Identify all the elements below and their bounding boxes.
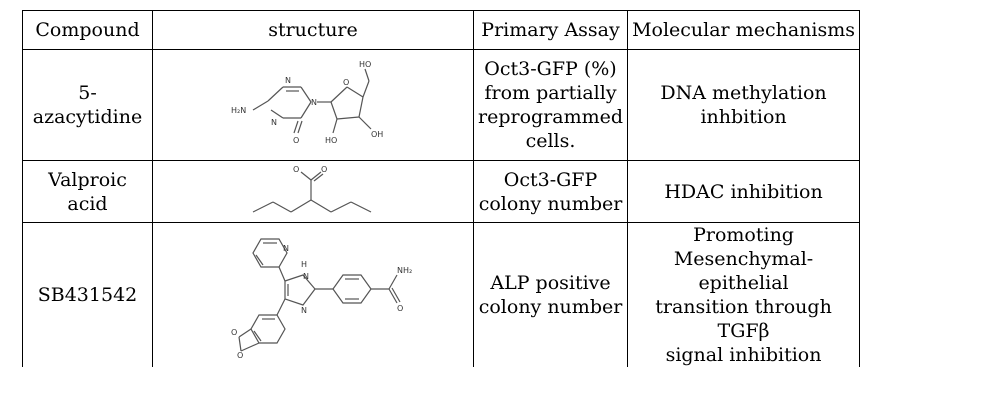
atom-label: H bbox=[301, 260, 307, 269]
primary-assay-cell: Oct3-GFP colony number bbox=[472, 160, 629, 223]
mechanism-line: Mesenchymal-epithelial bbox=[673, 248, 814, 294]
mechanism-cell: DNA methylation inhbition bbox=[627, 49, 861, 161]
structure-cell: H₂N N N N O O HO HO OH bbox=[152, 49, 474, 161]
structure-cell: N H N N NH₂ O O O bbox=[152, 222, 474, 367]
mechanism-line: inhbition bbox=[700, 106, 787, 128]
assay-line: from partially bbox=[484, 82, 617, 104]
atom-label: HO bbox=[325, 136, 337, 145]
atom-label: O bbox=[321, 165, 327, 174]
mechanism-line: signal inhibition bbox=[665, 344, 822, 366]
mechanism-line: transition through TGFβ bbox=[655, 296, 832, 342]
atom-label: N bbox=[285, 76, 291, 85]
table-row: SB431542 bbox=[22, 222, 861, 367]
atom-label: OH bbox=[371, 130, 383, 139]
atom-label: O bbox=[293, 136, 299, 145]
header-compound: Compound bbox=[22, 10, 153, 50]
atom-label: N bbox=[303, 272, 309, 281]
atom-label: N bbox=[283, 244, 289, 253]
primary-assay-cell: ALP positive colony number bbox=[472, 222, 629, 367]
atom-label: HO bbox=[359, 60, 371, 69]
atom-label: N bbox=[301, 306, 307, 315]
assay-line: colony number bbox=[478, 296, 623, 318]
valproic-acid-structure-image: O O bbox=[252, 165, 372, 213]
assay-line: ALP positive bbox=[490, 272, 611, 294]
mechanism-line: DNA methylation bbox=[660, 82, 827, 104]
table-row: 5-azacytidine bbox=[22, 49, 861, 161]
assay-line: reprogrammed bbox=[478, 106, 624, 128]
atom-label: N bbox=[271, 118, 277, 127]
sb431542-structure-image: N H N N NH₂ O O O bbox=[231, 238, 412, 359]
header-row: Compound structure Primary Assay Molecul… bbox=[22, 10, 861, 50]
atom-label: O bbox=[293, 165, 299, 174]
mechanism-line: Promoting bbox=[693, 224, 794, 246]
table-row: Valproic acid O O Oct bbox=[22, 160, 861, 223]
header-primary-assay: Primary Assay bbox=[472, 10, 629, 50]
atom-label: H₂N bbox=[231, 106, 246, 115]
primary-assay-cell: Oct3-GFP (%) from partially reprogrammed… bbox=[472, 49, 629, 161]
atom-label: N bbox=[311, 98, 317, 107]
atom-label: NH₂ bbox=[397, 266, 412, 275]
assay-line: Oct3-GFP (%) bbox=[484, 58, 617, 80]
mechanism-cell: Promoting Mesenchymal-epithelial transit… bbox=[627, 222, 861, 367]
compound-name: SB431542 bbox=[22, 222, 153, 367]
assay-line: cells. bbox=[525, 130, 576, 152]
header-molecular-mechanisms: Molecular mechanisms bbox=[627, 10, 861, 50]
mechanism-line: HDAC inhibition bbox=[664, 180, 823, 203]
mechanism-cell: HDAC inhibition bbox=[627, 160, 861, 223]
azacytidine-structure-image: H₂N N N N O O HO HO OH bbox=[231, 60, 383, 145]
compound-name: Valproic acid bbox=[22, 160, 153, 223]
structure-cell: O O bbox=[152, 160, 474, 223]
assay-line: colony number bbox=[478, 192, 623, 215]
assay-line: Oct3-GFP bbox=[503, 168, 598, 191]
atom-label: O bbox=[231, 328, 237, 337]
header-structure: structure bbox=[152, 10, 474, 50]
atom-label: O bbox=[343, 78, 349, 87]
compound-table: Compound structure Primary Assay Molecul… bbox=[22, 10, 861, 367]
compound-name: 5-azacytidine bbox=[22, 49, 153, 161]
atom-label: O bbox=[397, 304, 403, 313]
atom-label: O bbox=[237, 351, 243, 359]
